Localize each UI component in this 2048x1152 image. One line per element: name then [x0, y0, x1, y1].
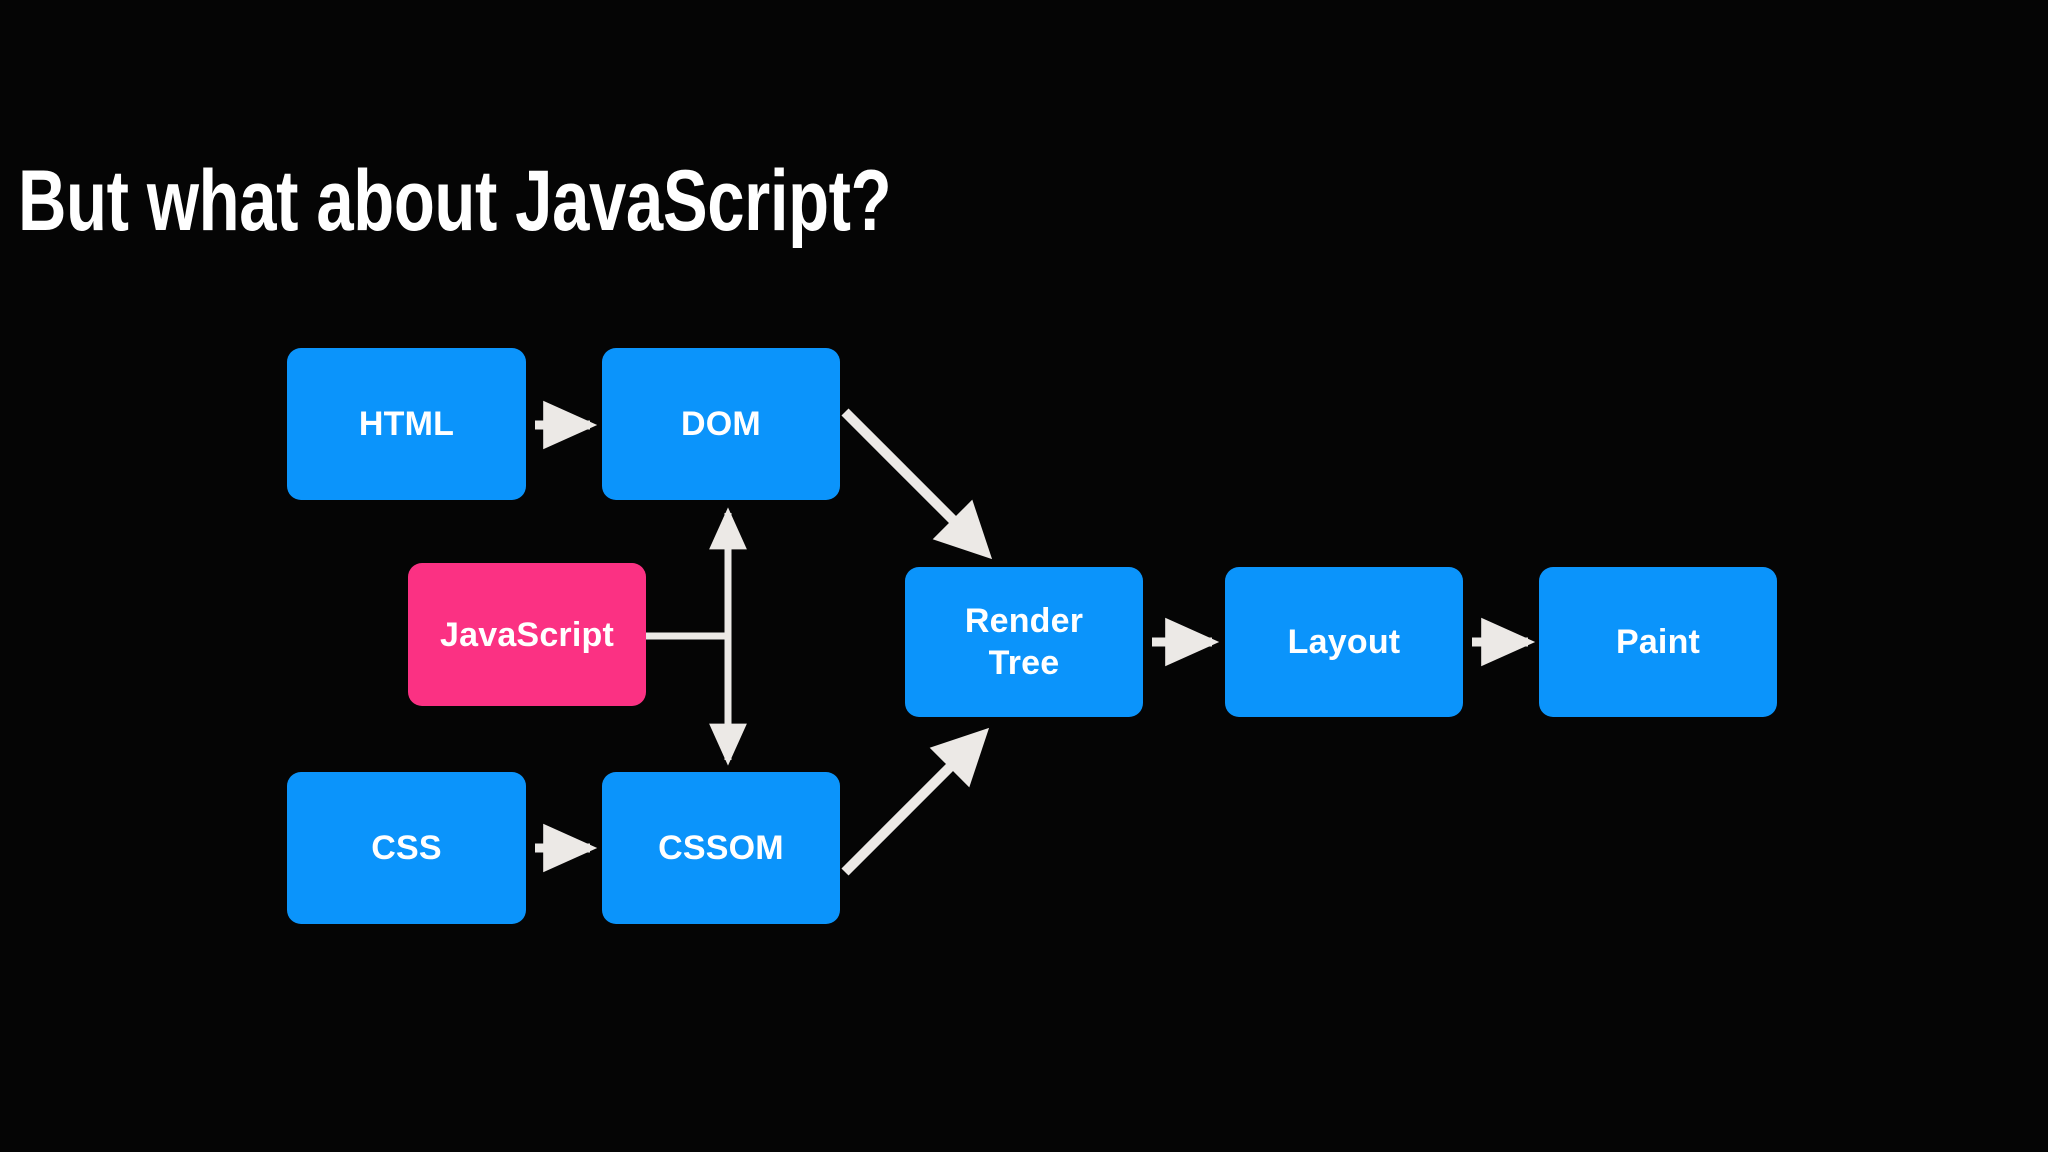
node-label-javascript: JavaScript — [440, 615, 614, 654]
diagram-node-css[interactable]: CSS — [287, 772, 526, 924]
page-title: But what about JavaScript? — [18, 152, 892, 249]
diagram-node-dom[interactable]: DOM — [602, 348, 840, 500]
diagram-node-render-tree[interactable]: Render Tree — [905, 567, 1143, 717]
node-label-html: HTML — [358, 405, 455, 443]
node-label-dom: DOM — [681, 405, 761, 443]
edge-cssom-to-render-tree — [841, 727, 990, 876]
diagram-node-javascript[interactable]: JavaScript — [408, 563, 646, 706]
edge-javascript-to-dom-and-cssom — [646, 507, 747, 766]
node-label-cssom: CSSOM — [658, 829, 784, 867]
diagram-node-layout[interactable]: Layout — [1225, 567, 1463, 717]
diagram-node-paint[interactable]: Paint — [1539, 567, 1777, 717]
node-label-paint: Paint — [1615, 623, 1701, 661]
edge-dom-to-render-tree — [841, 408, 993, 560]
diagram-node-cssom[interactable]: CSSOM — [602, 772, 840, 924]
node-label-render-tree: Render Tree — [964, 602, 1084, 682]
node-label-layout: Layout — [1287, 623, 1401, 661]
node-label-css: CSS — [371, 829, 442, 867]
diagram-node-html[interactable]: HTML — [287, 348, 526, 500]
